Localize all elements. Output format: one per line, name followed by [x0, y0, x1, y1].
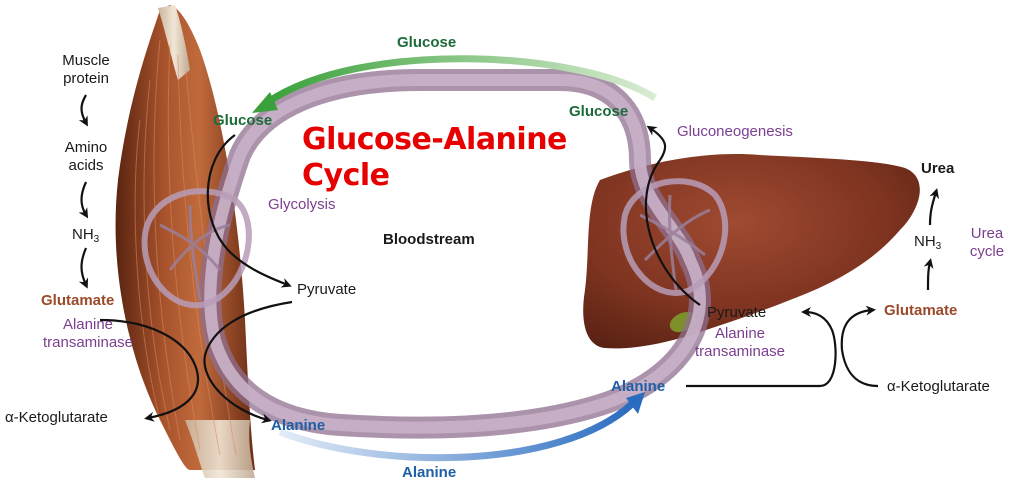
liver-alanine-label: Alanine [611, 378, 666, 395]
muscle-illustration [115, 5, 255, 478]
muscle-pathway-arrows [78, 94, 293, 424]
bloodstream-label: Bloodstream [383, 231, 475, 248]
muscle-glutamate-label: Glutamate [41, 292, 115, 309]
muscle-ketoglutarate-label: α-Ketoglutarate [5, 409, 108, 426]
amino-acids-line2: acids [68, 157, 104, 174]
liver-transaminase-line2: transaminase [694, 343, 786, 360]
muscle-protein-line1: Muscle [62, 52, 110, 69]
liver-ketoglutarate-label: α-Ketoglutarate [887, 378, 990, 395]
liver-nh3-label: NH3 [914, 233, 941, 256]
muscle-nh3-label: NH3 [72, 226, 99, 249]
amino-acids-line1: Amino [64, 139, 108, 156]
glucose-transport-label: Glucose [397, 34, 457, 51]
amino-acids-label: Amino acids [55, 139, 117, 175]
urea-cycle-line2: cycle [969, 243, 1005, 260]
alanine-transport-label: Alanine [402, 464, 457, 481]
muscle-glucose-label: Glucose [213, 112, 273, 129]
muscle-pyruvate-label: Pyruvate [297, 281, 357, 298]
muscle-transaminase-line2: transaminase [42, 334, 134, 351]
muscle-alanine-label: Alanine [271, 417, 326, 434]
muscle-alanine-transaminase-label: Alanine transaminase [26, 316, 150, 352]
liver-nh3-sub: 3 [935, 241, 942, 252]
muscle-nh3-base: NH [72, 226, 94, 243]
urea-cycle-line1: Urea [970, 225, 1004, 242]
diagram-title-line2: Cycle [302, 158, 390, 193]
liver-glutamate-label: Glutamate [884, 302, 958, 319]
diagram-title-line1: Glucose-Alanine [302, 122, 567, 157]
muscle-capillary-bed [141, 188, 252, 309]
urea-label: Urea [921, 160, 955, 177]
muscle-protein-line2: protein [63, 70, 109, 87]
bloodstream-vessel [199, 69, 711, 439]
urea-cycle-label: Urea cycle [958, 225, 1016, 261]
muscle-nh3-sub: 3 [93, 234, 100, 245]
liver-pathway-arrows [644, 125, 940, 388]
liver-nh3-base: NH [914, 233, 936, 250]
muscle-protein-label: Muscle protein [50, 52, 122, 88]
glycolysis-label: Glycolysis [268, 196, 336, 213]
glucose-transport-arrow [266, 55, 657, 105]
muscle-transaminase-line1: Alanine [62, 316, 114, 333]
liver-transaminase-line1: Alanine [714, 325, 766, 342]
alanine-arrowhead [626, 392, 645, 414]
liver-pyruvate-label: Pyruvate [707, 304, 767, 321]
gluconeogenesis-label: Gluconeogenesis [677, 123, 793, 140]
alanine-transport-arrow [278, 401, 635, 462]
liver-alanine-transaminase-label: Alanine transaminase [678, 325, 802, 361]
glucose-arrowhead [252, 92, 278, 113]
liver-glucose-label: Glucose [569, 103, 629, 120]
